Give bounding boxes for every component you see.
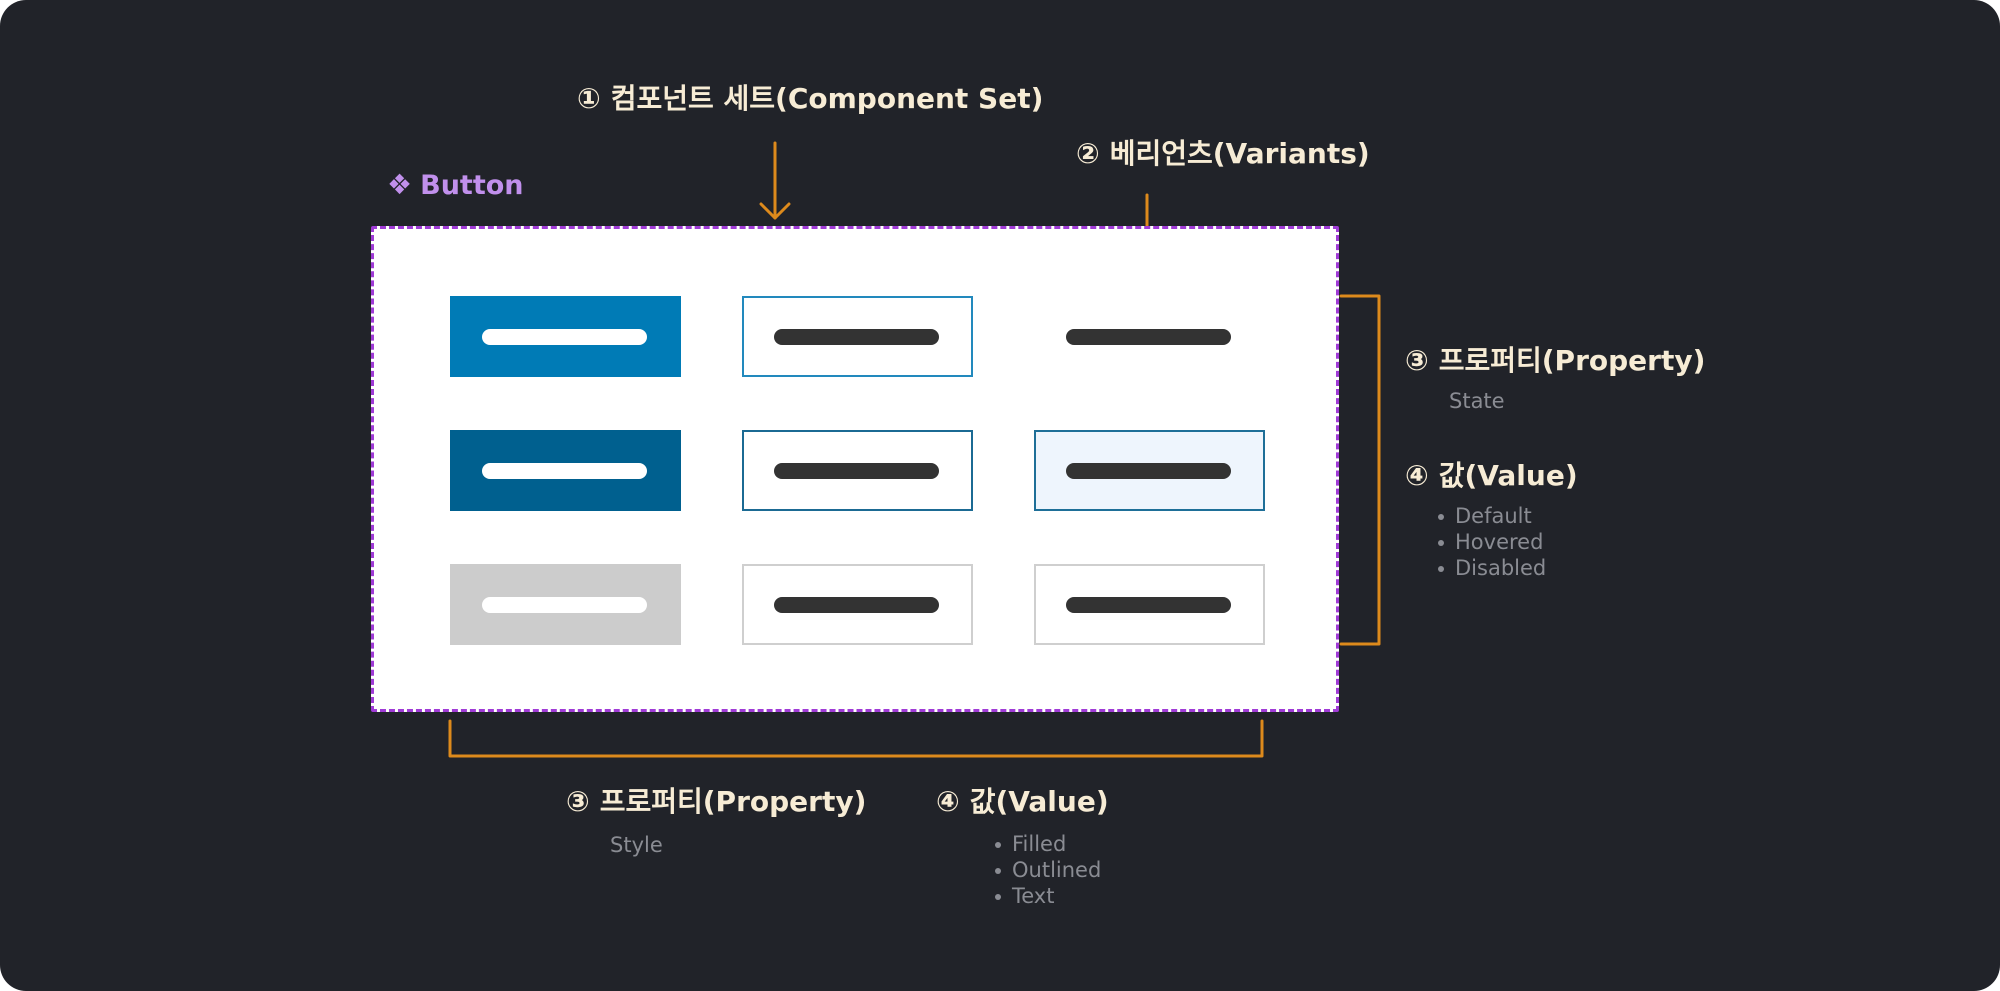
heading-text: 값(Value): [1438, 459, 1578, 492]
label-placeholder: [482, 597, 647, 613]
style-bracket: [448, 719, 1264, 758]
component-set-heading: ① 컴포넌트 세트(Component Set): [577, 85, 1043, 113]
list-item: Hovered: [1437, 529, 1546, 555]
style-property-name: Style: [610, 833, 663, 857]
heading-text: 컴포넌트 세트(Component Set): [610, 82, 1044, 115]
heading-text: 프로퍼티(Property): [599, 785, 867, 818]
variant-filled-disabled[interactable]: [450, 564, 681, 645]
state-property-heading: ③ 프로퍼티(Property): [1405, 347, 1705, 375]
state-property-name: State: [1449, 389, 1505, 413]
number-badge: ①: [577, 82, 601, 115]
label-placeholder: [1066, 329, 1231, 345]
component-set-frame: [371, 226, 1339, 712]
heading-text: 프로퍼티(Property): [1438, 344, 1706, 377]
component-name: Button: [420, 170, 524, 201]
number-badge: ③: [566, 785, 590, 818]
component-set-arrow: [759, 141, 791, 220]
heading-text: 값(Value): [969, 785, 1109, 818]
variants-heading: ② 베리언츠(Variants): [1076, 140, 1370, 168]
label-placeholder: [1066, 463, 1231, 479]
variant-text-default[interactable]: [1034, 296, 1265, 377]
number-badge: ③: [1405, 344, 1429, 377]
variant-text-disabled[interactable]: [1034, 564, 1265, 645]
list-item: Default: [1437, 503, 1546, 529]
state-value-list: Default Hovered Disabled: [1433, 503, 1546, 581]
label-placeholder: [482, 329, 647, 345]
component-name-label: ❖Button: [387, 168, 524, 201]
list-item: Text: [994, 883, 1101, 909]
label-placeholder: [774, 597, 939, 613]
list-item: Disabled: [1437, 556, 1547, 580]
number-badge: ④: [936, 785, 960, 818]
number-badge: ④: [1405, 459, 1429, 492]
variant-outlined-hovered[interactable]: [742, 430, 973, 511]
style-value-list: Filled Outlined Text: [990, 831, 1101, 909]
label-placeholder: [774, 329, 939, 345]
style-property-heading: ③ 프로퍼티(Property): [566, 788, 866, 816]
list-item: Filled: [994, 831, 1101, 857]
style-value-heading: ④ 값(Value): [936, 788, 1109, 816]
variant-outlined-disabled[interactable]: [742, 564, 973, 645]
variant-filled-hovered[interactable]: [450, 430, 681, 511]
label-placeholder: [1066, 597, 1231, 613]
variant-outlined-default[interactable]: [742, 296, 973, 377]
label-placeholder: [774, 463, 939, 479]
variant-text-hovered[interactable]: [1034, 430, 1265, 511]
state-bracket: [1339, 294, 1381, 646]
state-value-heading: ④ 값(Value): [1405, 462, 1578, 490]
list-item: Outlined: [994, 858, 1102, 882]
component-diamond-icon: ❖: [387, 168, 413, 201]
variant-filled-default[interactable]: [450, 296, 681, 377]
number-badge: ②: [1076, 137, 1100, 170]
label-placeholder: [482, 463, 647, 479]
heading-text: 베리언츠(Variants): [1109, 137, 1370, 170]
